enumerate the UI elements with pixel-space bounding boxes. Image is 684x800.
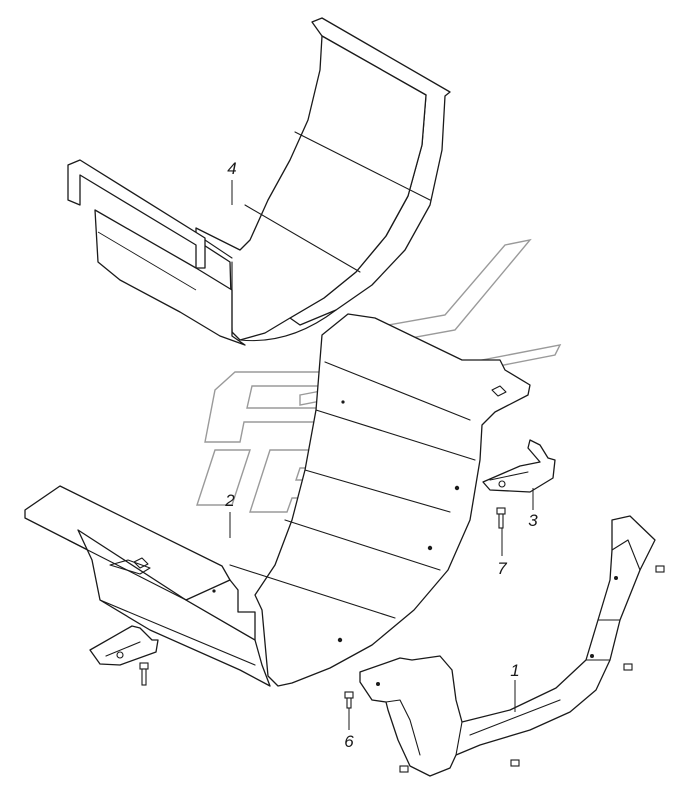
- callout-4: 4: [227, 159, 237, 178]
- bolt-bottom-left: [399, 765, 409, 773]
- part-2-guard: [24, 313, 531, 687]
- callout-3: 3: [528, 511, 538, 530]
- part-4-guard: [67, 17, 451, 346]
- bolt-6: [344, 691, 354, 709]
- callout-2: 2: [225, 491, 235, 510]
- part-bracket-left: [89, 625, 159, 666]
- bolt-bottom-right: [510, 759, 520, 767]
- bolts: [139, 507, 665, 773]
- bolt-left: [139, 662, 149, 686]
- callout-6: 6: [344, 732, 354, 751]
- part-1-bracket: [359, 515, 656, 777]
- part-3-bracket: [482, 439, 556, 493]
- bolt-7: [496, 507, 506, 529]
- callout-7: 7: [497, 559, 507, 578]
- callout-1: 1: [510, 661, 520, 680]
- leader-lines: [229, 180, 534, 730]
- bolt-right-lower: [623, 663, 633, 671]
- bolt-right-upper: [655, 565, 665, 573]
